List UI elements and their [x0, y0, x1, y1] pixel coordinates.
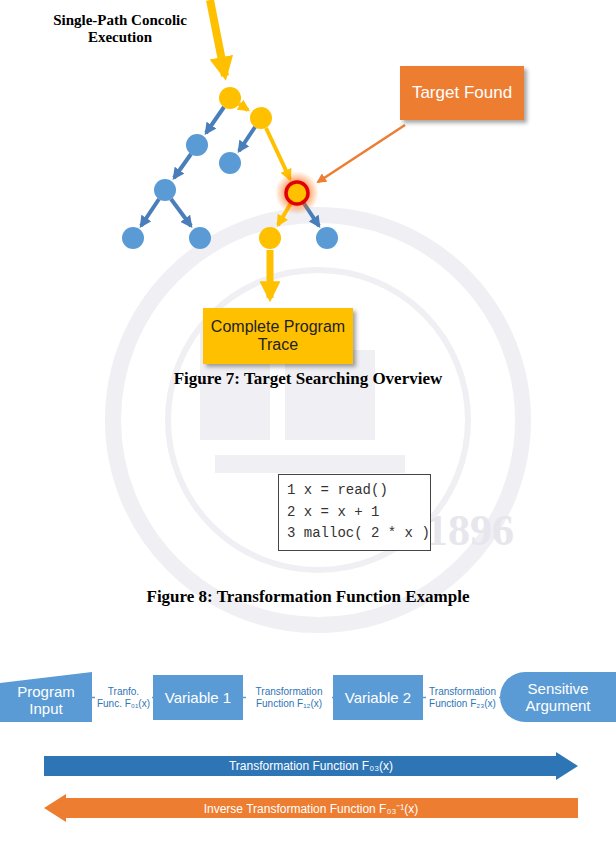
figure-caption: Figure 8: Transformation Function Exampl… — [0, 587, 616, 607]
code-box: 1 x = read()2 x = x + 13 malloc( 2 * x ) — [278, 474, 431, 551]
tree-title: Single-Path Concolic Execution — [40, 12, 200, 46]
result-box: Target Found — [400, 66, 524, 120]
code-line: 2 x = x + 1 — [287, 502, 379, 524]
node-text: Inverse Transformation Function F₀₃⁻¹(x) — [204, 800, 419, 817]
inverse-band-arrow: Inverse Transformation Function F₀₃⁻¹(x) — [44, 794, 578, 822]
node-text: Variable 1 — [165, 689, 231, 706]
node-text: Variable 2 — [345, 689, 411, 706]
forward-band-arrow: Transformation Function F₀₃(x) — [44, 752, 578, 780]
input-shape: Program Input — [0, 672, 92, 722]
variable-box: Variable 2 — [333, 675, 423, 720]
code-line: 3 malloc( 2 * x ) — [287, 523, 430, 545]
node-text: Program Input — [6, 683, 86, 717]
figure-caption: Figure 7: Target Searching Overview — [0, 369, 616, 389]
variable-box: Variable 1 — [153, 675, 243, 720]
code-line: 1 x = read() — [287, 480, 388, 502]
node-text: Target Found — [412, 83, 512, 103]
edge-label: Transformation Function F₁₂(x) — [246, 686, 332, 710]
edge-label: Tranfo. Func. F₀₁(x) — [95, 686, 152, 710]
trace-box: Complete Program Trace — [203, 308, 353, 364]
node-text: Sensitive Argument — [506, 680, 610, 714]
edge-label: Transformation Function F₂₃(x) — [426, 686, 499, 710]
node-text: Complete Program Trace — [209, 318, 347, 354]
node-text: Transformation Function F₀₃(x) — [229, 759, 393, 773]
argument-shape: Sensitive Argument — [500, 672, 616, 722]
